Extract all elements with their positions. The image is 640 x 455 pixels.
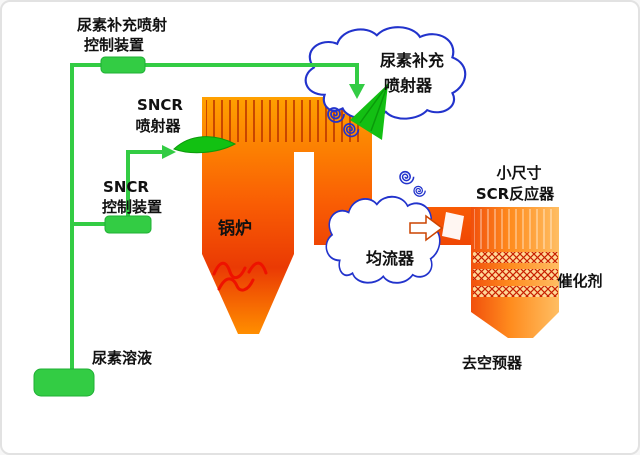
urea-supply-line [70,63,359,370]
catalyst-layer [473,252,558,263]
sncr-control-box [104,215,152,234]
label-sncr-injector-line1: SNCR [137,96,183,114]
urea-supplement-control-box [100,56,146,74]
sncr-injection-line [126,150,162,216]
green-arrow-right-icon [162,145,176,159]
furnace-flames-icon [212,261,268,292]
catalyst-layer [473,269,558,280]
label-urea-supplement-control-line2: 控制装置 [84,36,144,54]
label-urea-solution: 尿素溶液 [92,349,153,367]
green-arrow-down-icon [349,84,365,99]
catalyst-layer [473,286,558,297]
label-scr-reactor-line1: 小尺寸 [496,164,541,182]
blue-swirl-icon [413,185,426,197]
scr-inlet-stripes [474,209,557,249]
urea-piping [33,56,365,397]
blue-swirl-icon [399,170,415,185]
urea-solution-tank [33,368,95,397]
label-sncr-injector-line2: 喷射器 [135,117,181,135]
label-to-air-preheater: 去空预器 [462,354,523,372]
sncr-spray-icon [173,136,237,154]
label-urea-supplement-injector-line2: 喷射器 [384,76,433,95]
label-urea-supplement-control-line1: 尿素补充喷射 [77,16,167,34]
scr-reactor-shape [471,207,559,338]
label-scr-reactor-line2: SCR反应器 [476,185,555,203]
white-flow-arrow-icon [409,214,444,242]
label-flow-equalizer: 均流器 [366,249,415,268]
label-sncr-control-line1: SNCR [103,178,149,196]
label-boiler: 锅炉 [218,218,252,239]
urea-supplement-spray-icon [350,83,389,140]
mixer-plate [442,212,464,240]
label-catalyst: 催化剂 [557,272,602,290]
label-urea-supplement-injector-line1: 尿素补充 [380,51,444,70]
label-sncr-control-line2: 控制装置 [102,198,162,216]
